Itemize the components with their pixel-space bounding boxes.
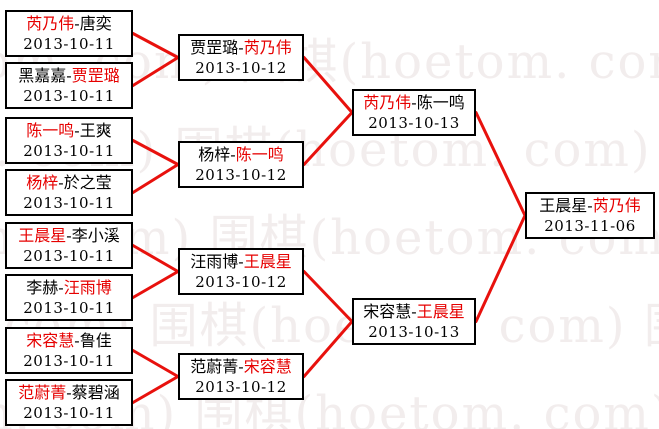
player-left-name: 杨梓	[198, 144, 231, 164]
name-separator: -	[230, 144, 236, 164]
match-players: 杨梓-陈一鸣	[198, 145, 283, 165]
name-separator: -	[238, 356, 244, 376]
player-left-name: 芮乃伟	[26, 13, 75, 33]
name-separator: -	[66, 225, 72, 245]
match-box-final: 王晨星-芮乃伟 2013-11-06	[525, 192, 655, 239]
player-right-name: 鲁佳	[79, 330, 112, 350]
player-right-name: 陈一鸣	[416, 92, 465, 112]
player-left-name: 陈一鸣	[26, 120, 75, 140]
match-players: 贾罡璐-芮乃伟	[190, 38, 291, 58]
player-left-name: 芮乃伟	[363, 92, 412, 112]
name-separator: -	[66, 65, 72, 85]
match-date: 2013-10-11	[23, 34, 115, 53]
player-left-name: 范蔚菁	[190, 356, 239, 376]
match-date: 2013-10-11	[23, 298, 115, 317]
player-left-name: 宋容慧	[26, 330, 75, 350]
match-players: 黑嘉嘉-贾罡璐	[18, 66, 119, 86]
name-separator: -	[238, 37, 244, 57]
player-left-name: 黑嘉嘉	[18, 65, 67, 85]
match-players: 汪雨博-王晨星	[190, 252, 291, 272]
match-players: 宋容慧-王晨星	[363, 302, 464, 322]
match-players: 范蔚菁-蔡碧涵	[18, 383, 119, 403]
match-players: 李赫-汪雨博	[26, 278, 111, 298]
match-box-r1-2: 黑嘉嘉-贾罡璐 2013-10-11	[5, 62, 133, 109]
name-separator: -	[411, 92, 417, 112]
player-right-name: 王爽	[79, 120, 112, 140]
player-left-name: 王晨星	[18, 225, 67, 245]
match-box-sf-1: 芮乃伟-陈一鸣 2013-10-13	[352, 89, 476, 136]
match-box-r2-4: 范蔚菁-宋容慧 2013-10-12	[178, 353, 304, 400]
player-left-name: 汪雨博	[190, 251, 239, 271]
player-left-name: 王晨星	[539, 195, 588, 215]
player-left-name: 宋容慧	[363, 301, 412, 321]
match-date: 2013-10-11	[23, 141, 115, 160]
match-date: 2013-10-12	[195, 377, 287, 396]
player-right-name: 汪雨博	[63, 277, 112, 297]
name-separator: -	[74, 330, 80, 350]
player-right-name: 芮乃伟	[243, 37, 292, 57]
name-separator: -	[238, 251, 244, 271]
match-box-r1-7: 宋容慧-鲁佳 2013-10-11	[5, 327, 133, 374]
match-players: 陈一鸣-王爽	[26, 121, 111, 141]
name-separator: -	[58, 277, 64, 297]
player-right-name: 唐奕	[79, 13, 112, 33]
match-box-sf-2: 宋容慧-王晨星 2013-10-13	[352, 298, 476, 345]
player-right-name: 蔡碧涵	[71, 382, 120, 402]
match-players: 王晨星-李小溪	[18, 226, 119, 246]
match-box-r2-1: 贾罡璐-芮乃伟 2013-10-12	[178, 34, 304, 81]
player-right-name: 於之莹	[63, 172, 112, 192]
player-left-name: 杨梓	[26, 172, 59, 192]
name-separator: -	[74, 120, 80, 140]
match-box-r1-1: 芮乃伟-唐奕 2013-10-11	[5, 10, 133, 57]
name-separator: -	[74, 13, 80, 33]
match-date: 2013-10-11	[23, 246, 115, 265]
match-players: 宋容慧-鲁佳	[26, 331, 111, 351]
match-box-r2-2: 杨梓-陈一鸣 2013-10-12	[178, 141, 304, 188]
match-date: 2013-10-11	[23, 351, 115, 370]
match-box-r1-5: 王晨星-李小溪 2013-10-11	[5, 222, 133, 269]
player-right-name: 陈一鸣	[235, 144, 284, 164]
match-box-r1-8: 范蔚菁-蔡碧涵 2013-10-11	[5, 379, 133, 426]
match-players: 芮乃伟-唐奕	[26, 14, 111, 34]
match-players: 芮乃伟-陈一鸣	[363, 93, 464, 113]
match-box-r1-4: 杨梓-於之莹 2013-10-11	[5, 169, 133, 216]
name-separator: -	[411, 301, 417, 321]
match-date: 2013-10-13	[368, 322, 460, 341]
player-right-name: 王晨星	[243, 251, 292, 271]
name-separator: -	[66, 382, 72, 402]
match-players: 杨梓-於之莹	[26, 173, 111, 193]
match-date: 2013-10-12	[195, 165, 287, 184]
match-date: 2013-10-12	[195, 272, 287, 291]
match-date: 2013-10-11	[23, 86, 115, 105]
match-box-r1-3: 陈一鸣-王爽 2013-10-11	[5, 117, 133, 164]
player-right-name: 李小溪	[71, 225, 120, 245]
player-left-name: 李赫	[26, 277, 59, 297]
match-players: 王晨星-芮乃伟	[539, 196, 640, 216]
match-date: 2013-10-13	[368, 113, 460, 132]
match-date: 2013-10-12	[195, 58, 287, 77]
player-right-name: 宋容慧	[243, 356, 292, 376]
player-left-name: 贾罡璐	[190, 37, 239, 57]
match-date: 2013-10-11	[23, 403, 115, 422]
name-separator: -	[58, 172, 64, 192]
match-players: 范蔚菁-宋容慧	[190, 357, 291, 377]
match-box-r1-6: 李赫-汪雨博 2013-10-11	[5, 274, 133, 321]
player-right-name: 芮乃伟	[592, 195, 641, 215]
player-left-name: 范蔚菁	[18, 382, 67, 402]
match-date: 2013-10-11	[23, 193, 115, 212]
player-right-name: 贾罡璐	[71, 65, 120, 85]
match-date: 2013-11-06	[544, 216, 636, 235]
name-separator: -	[587, 195, 593, 215]
match-box-r2-3: 汪雨博-王晨星 2013-10-12	[178, 248, 304, 295]
player-right-name: 王晨星	[416, 301, 465, 321]
